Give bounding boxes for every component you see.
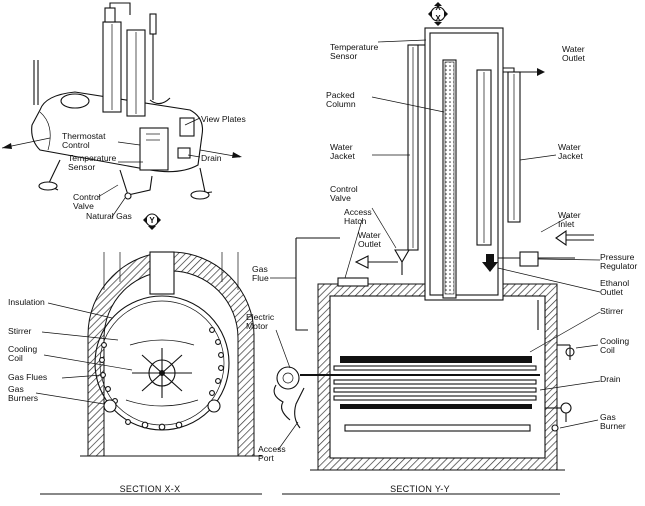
marker-x-bottom-text: X xyxy=(435,14,441,23)
electric-motor-yy xyxy=(276,366,300,390)
stirrer-blades-yy xyxy=(340,356,532,363)
section-marker-x-top: X X xyxy=(428,2,448,26)
cooling-coil-tubes-yy xyxy=(333,365,537,401)
label-natural-gas: Natural Gas xyxy=(86,211,132,221)
label-drain-right: Drain xyxy=(600,374,621,384)
isometric-view xyxy=(1,2,242,218)
section-yy-view xyxy=(270,27,601,495)
label-insulation: Insulation xyxy=(8,297,45,307)
gas-flues-circles-xx xyxy=(99,327,224,404)
caption-section-xx: SECTION X-X xyxy=(120,484,181,494)
iso-control-box xyxy=(139,127,169,171)
marker-x-top-text: X xyxy=(435,3,441,12)
label-gas-flues-left: Gas Flues xyxy=(8,372,47,382)
tank-interior-yy xyxy=(329,295,546,459)
label-stirrer-right: Stirrer xyxy=(600,306,624,316)
section-marker-y-top: Y xyxy=(143,213,161,230)
flue-stack-xx xyxy=(149,251,175,295)
label-drain-top: Drain xyxy=(201,153,222,163)
section-xx-view xyxy=(35,251,262,495)
gas-burner-tube-yy xyxy=(344,424,531,432)
label-stirrer-left: Stirrer xyxy=(8,326,32,336)
marker-y-top-text: Y xyxy=(149,216,155,225)
label-view-plates: View Plates xyxy=(201,114,246,124)
caption-section-yy: SECTION Y-Y xyxy=(390,484,450,494)
pressure-regulator-yy xyxy=(519,251,539,267)
